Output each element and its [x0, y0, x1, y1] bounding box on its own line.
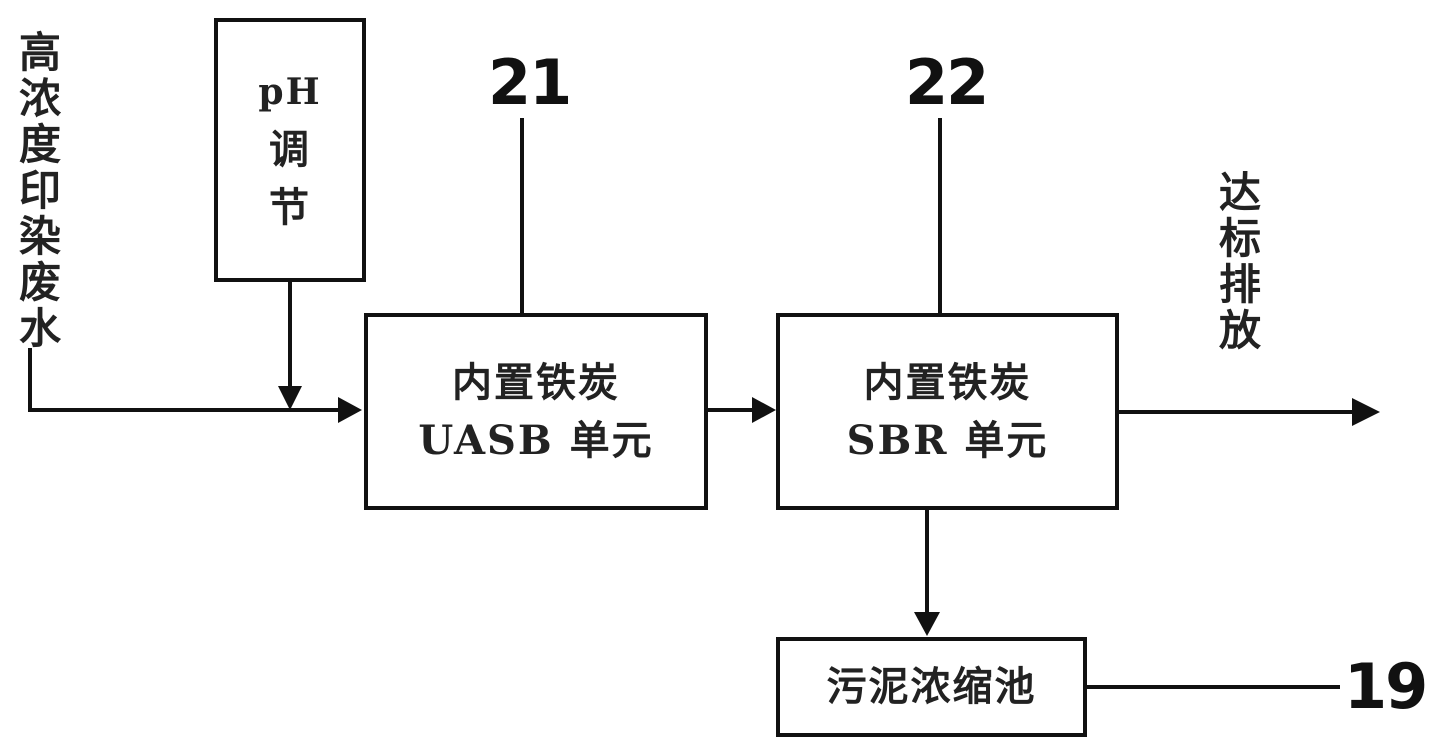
- output-label: 达标排放: [1218, 170, 1262, 354]
- inflow-line: [28, 348, 350, 412]
- ref-number-22: 22: [905, 46, 989, 119]
- ref-number-21: 21: [488, 46, 572, 119]
- sludge-thickener-box: 污泥浓缩池: [776, 637, 1087, 737]
- output-label-char: 放: [1218, 306, 1261, 355]
- input-label-char: 度: [18, 120, 61, 169]
- input-label-char: 水: [18, 304, 61, 353]
- ph-box-line-2: 调: [269, 126, 311, 173]
- sbr-unit-box: 内置铁炭 SBR 单元: [776, 313, 1119, 510]
- input-label: 高浓度印染废水: [18, 30, 62, 352]
- input-label-char: 浓: [18, 74, 61, 123]
- sbr-box-line-1: 内置铁炭: [863, 358, 1032, 406]
- ph-box-line-1: pH: [258, 71, 322, 113]
- uasb-to-sbr-arrowhead: [752, 397, 776, 423]
- output-label-char: 达: [1218, 168, 1261, 217]
- input-label-char: 废: [18, 258, 61, 307]
- outflow-arrowhead: [1352, 398, 1380, 426]
- input-label-char: 染: [18, 212, 61, 261]
- ph-dosing-arrowhead: [278, 386, 302, 410]
- input-label-char: 高: [18, 28, 61, 77]
- input-label-char: 印: [18, 166, 61, 215]
- output-label-char: 标: [1218, 214, 1261, 263]
- sbr-to-sludge-arrowhead: [914, 612, 940, 636]
- ph-adjust-box: pH 调 节: [214, 18, 366, 282]
- sludge-box-label: 污泥浓缩池: [826, 663, 1037, 710]
- uasb-unit-box: 内置铁炭 UASB 单元: [364, 313, 708, 510]
- sbr-box-line-2: SBR 单元: [846, 416, 1049, 464]
- ph-box-line-3: 节: [269, 184, 311, 231]
- uasb-box-line-1: 内置铁炭: [452, 358, 620, 406]
- ref-number-19: 19: [1344, 650, 1428, 723]
- output-label-char: 排: [1218, 260, 1261, 309]
- inflow-arrowhead: [338, 397, 362, 423]
- uasb-box-line-2: UASB 单元: [418, 416, 654, 464]
